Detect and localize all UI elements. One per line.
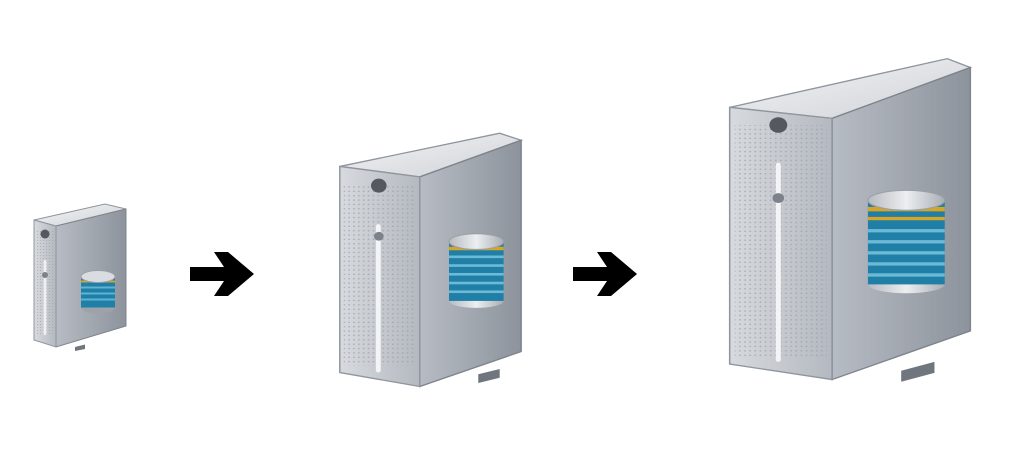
server-small: [30, 200, 130, 351]
server-large: [722, 52, 978, 384]
server-database-icon: [339, 132, 524, 388]
arrow-connector-1: [190, 246, 256, 302]
right-arrow-icon: [190, 252, 254, 296]
arrow-connector-2: [573, 246, 639, 302]
server-database-icon: [33, 203, 127, 351]
server-medium: [332, 128, 527, 390]
right-arrow-icon: [573, 252, 637, 296]
server-database-icon: [728, 57, 973, 382]
